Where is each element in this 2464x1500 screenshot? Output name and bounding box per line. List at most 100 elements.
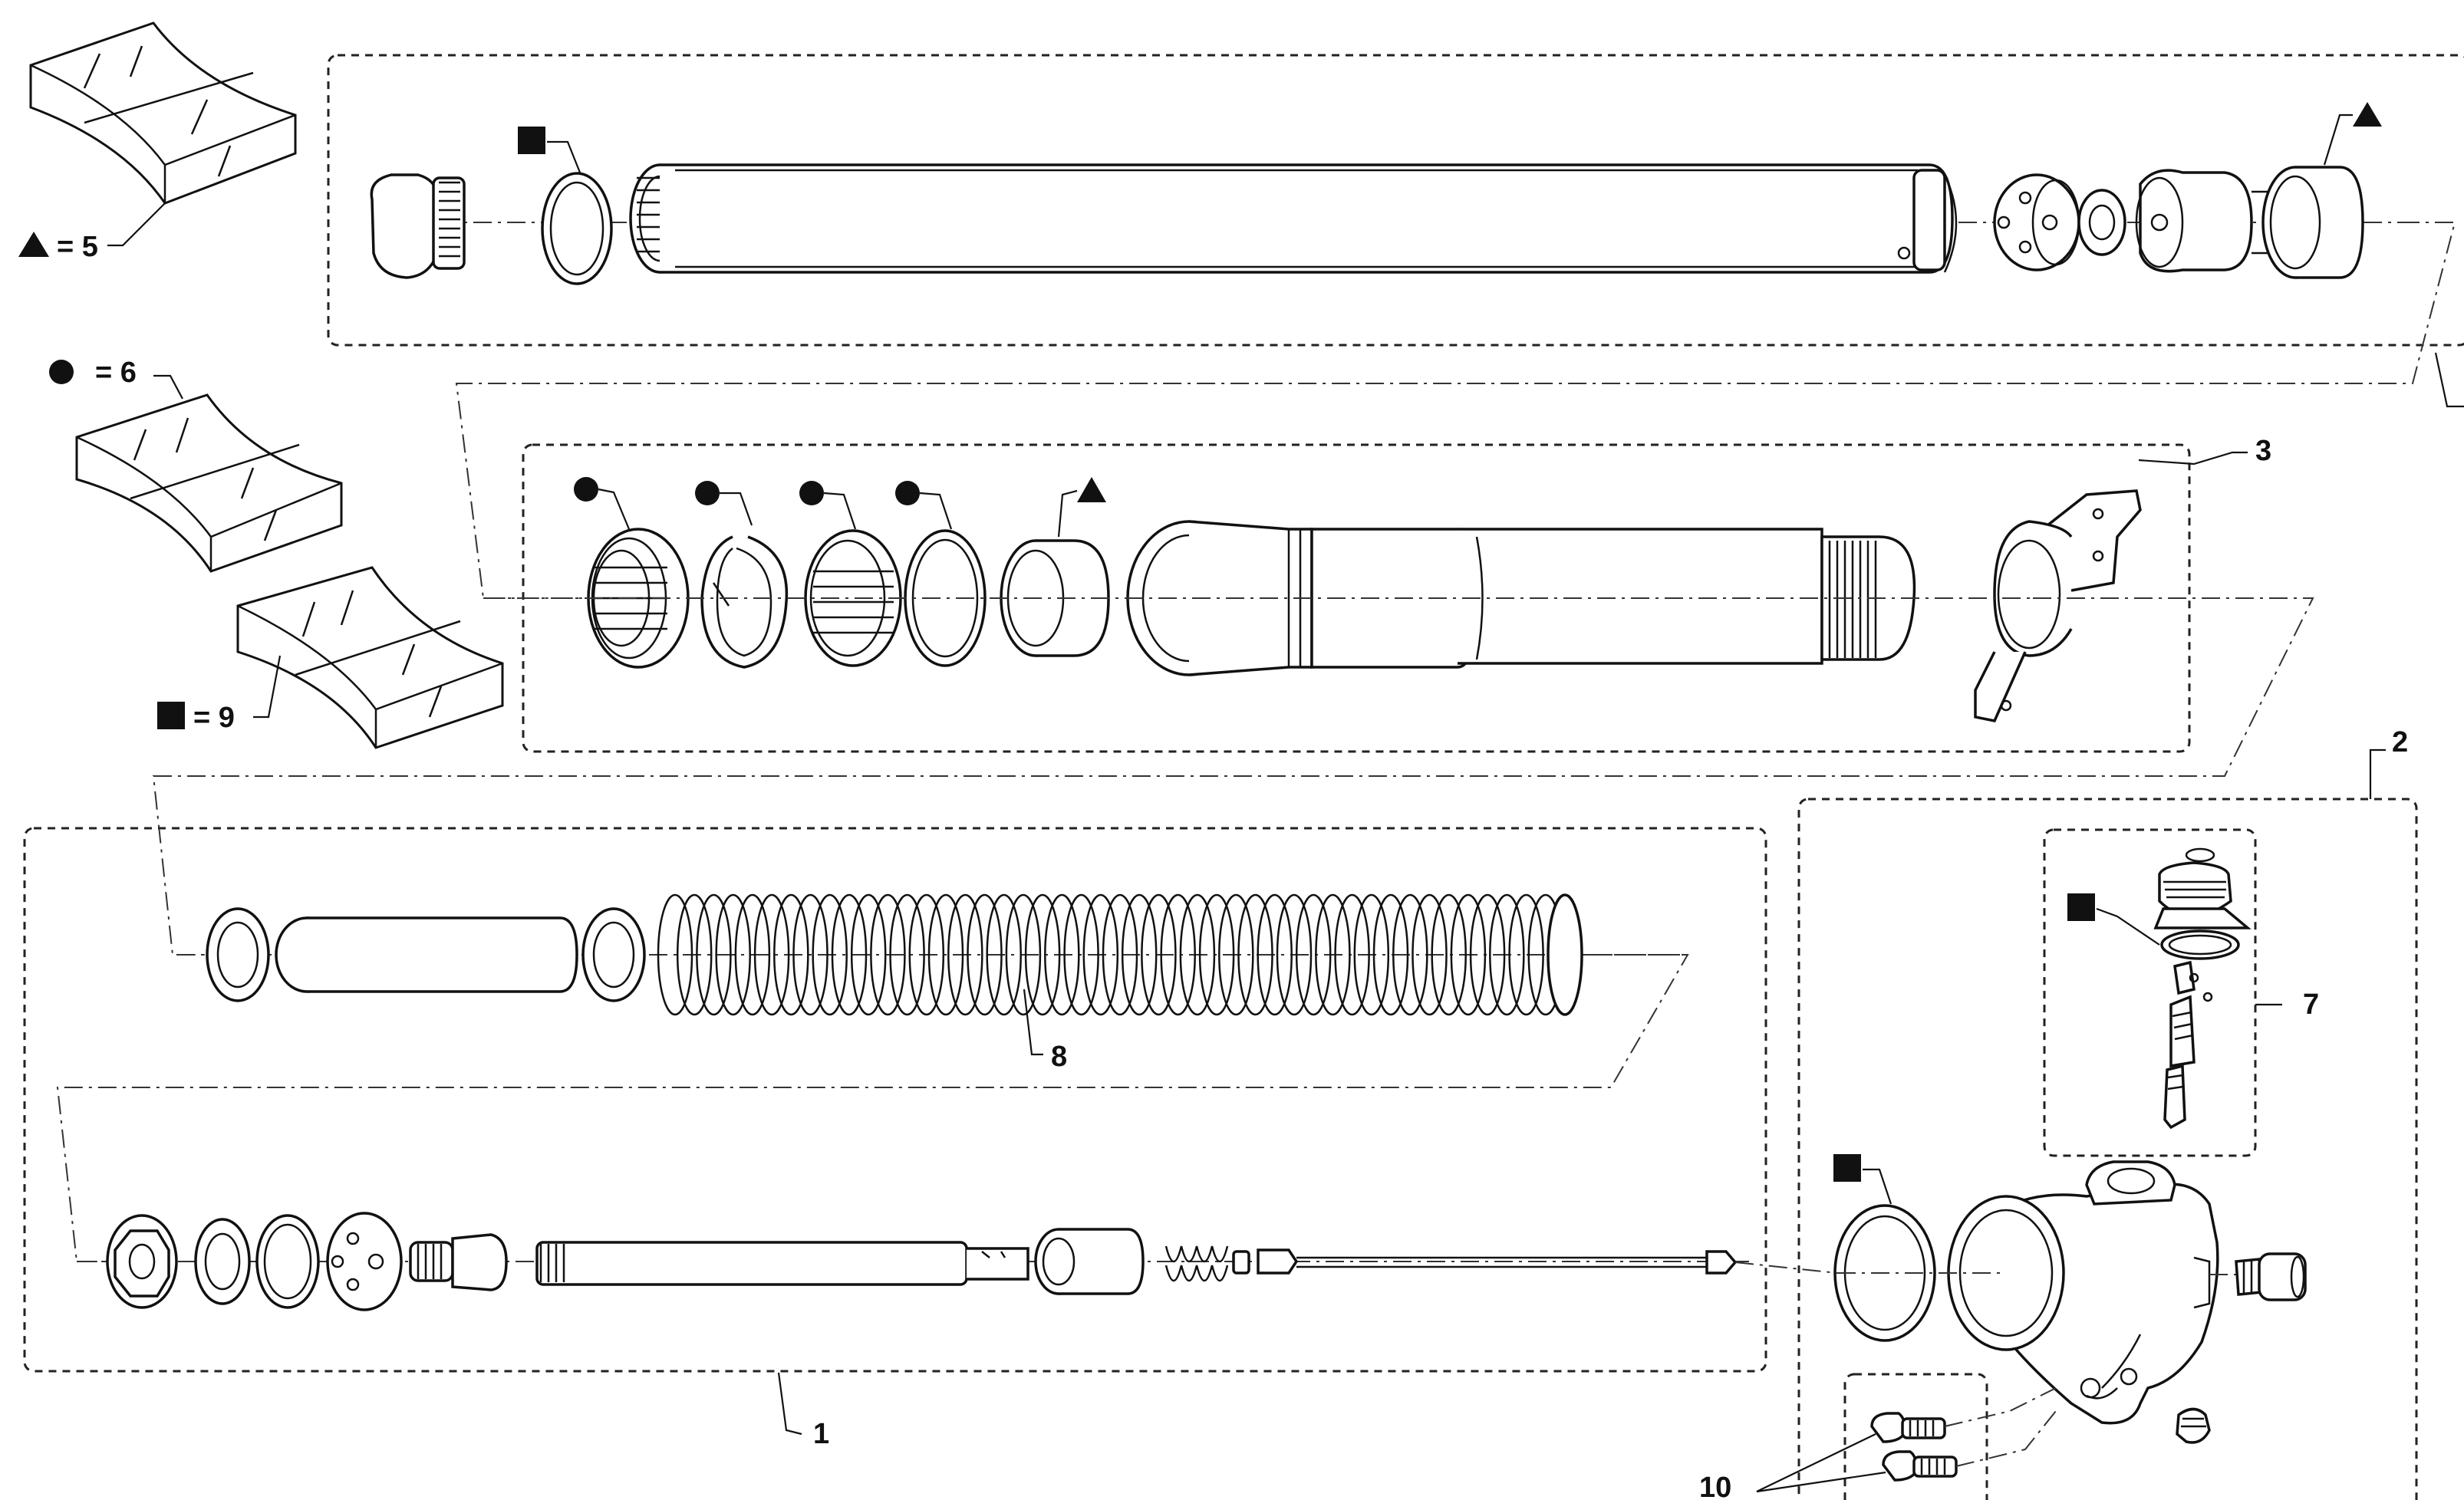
- snap-ring: [695, 481, 789, 669]
- dust-seal: [574, 477, 690, 669]
- circle-icon: [49, 360, 74, 384]
- spring-coil: [734, 893, 771, 1016]
- spring-coil: [1063, 893, 1099, 1016]
- callout-3: 3: [2255, 435, 2271, 467]
- circle-marker: [799, 481, 824, 505]
- spring-coil: [1489, 893, 1525, 1016]
- spring-coil: [1276, 893, 1313, 1016]
- guide-bushing-mid: [1000, 477, 1110, 657]
- piston-ring: [255, 1214, 320, 1309]
- spring-coil: [870, 893, 906, 1016]
- spring-coil: [676, 893, 713, 1016]
- foot-bolt-right: [2209, 1252, 2307, 1301]
- o-ring-top: [518, 127, 613, 285]
- grub-screw: [2176, 1407, 2211, 1444]
- spring-spacer: [275, 916, 578, 993]
- spring-coil: [1141, 893, 1177, 1016]
- adjuster-needle: [1257, 1248, 1738, 1275]
- spring-coil: [1257, 893, 1293, 1016]
- spring-coil: [1392, 893, 1428, 1016]
- spring-coil: [1431, 893, 1467, 1016]
- spring-coil: [1508, 893, 1544, 1016]
- washer-ring: [895, 481, 987, 667]
- spring-coil: [1218, 893, 1254, 1016]
- spring-coil: [1315, 893, 1351, 1016]
- spring-coil: [1102, 893, 1138, 1016]
- oil-seal: [799, 481, 902, 667]
- top-nut: [106, 1214, 178, 1309]
- legend-bag-square: [236, 566, 504, 749]
- spring-coil: [1024, 893, 1061, 1016]
- spring-coil: [657, 893, 693, 1016]
- callout-7: 7: [2303, 988, 2319, 1021]
- spring-coil: [908, 893, 945, 1016]
- spring-coil: [1237, 893, 1273, 1016]
- rebound-spring: [1164, 1245, 1250, 1282]
- lower-foot-casting: [1947, 1160, 2219, 1425]
- spring-coil: [1412, 893, 1448, 1016]
- foot-o-ring: [1833, 1154, 1936, 1342]
- legend-square-text: = 9: [193, 702, 235, 734]
- spring-seat-b: [581, 907, 646, 1002]
- piston: [326, 1212, 403, 1311]
- spring-coil: [831, 893, 868, 1016]
- spring-coil: [1160, 893, 1196, 1016]
- group-2-lower-foot: 2 7: [1699, 726, 2418, 1500]
- circle-marker: [695, 481, 720, 505]
- spring-coil: [1121, 893, 1158, 1016]
- callout-10: 10: [1699, 1472, 1731, 1500]
- circle-marker: [895, 481, 920, 505]
- spring-coil: [1450, 893, 1487, 1016]
- main-spring: 8: [657, 893, 1583, 1073]
- callout-8: 8: [1051, 1041, 1067, 1073]
- spring-coil: [773, 893, 809, 1016]
- triangle-marker: [2353, 102, 2382, 127]
- spring-coil: [696, 893, 732, 1016]
- group-7-bleed-valve: 7: [2043, 828, 2319, 1157]
- legend-square: = 9: [157, 702, 235, 734]
- spring-coil: [927, 893, 964, 1016]
- spring-coil: [1295, 893, 1332, 1016]
- group-10-clamp-bolts: 10: [1699, 1373, 2057, 1500]
- outer-tube: [629, 163, 1958, 274]
- legend-circle-text: = 6: [95, 357, 137, 389]
- spring-coil: [792, 893, 828, 1016]
- spring-coil: [986, 893, 1022, 1016]
- nut-washer: [194, 1218, 251, 1305]
- spring-end-coil: [1547, 893, 1583, 1016]
- spring-coil: [1334, 893, 1370, 1016]
- top-cap: [370, 173, 466, 279]
- spring-coil: [753, 893, 790, 1016]
- spring-coil: [967, 893, 1003, 1016]
- spring-coil: [1198, 893, 1235, 1016]
- legend-circle: = 6: [49, 357, 183, 400]
- legend-bag-triangle: [29, 21, 297, 247]
- spring-coil: [812, 893, 848, 1016]
- legend-triangle: = 5: [18, 231, 98, 263]
- clamp-bracket: [1974, 489, 2142, 722]
- group-1-cartridge: 1 8: [23, 827, 1767, 1450]
- rod-bushing: [1034, 1228, 1145, 1295]
- callout-2: 2: [2392, 726, 2408, 758]
- spring-coil: [889, 893, 925, 1016]
- square-icon: [157, 702, 185, 729]
- square-marker: [2067, 893, 2095, 921]
- legend-triangle-text: = 5: [57, 231, 98, 263]
- guide-bushing-top: [2261, 102, 2382, 279]
- spring-coil: [1179, 893, 1216, 1016]
- spring-seat-a: [206, 907, 270, 1002]
- circle-marker: [574, 477, 598, 502]
- group-top-outer-tube: [327, 54, 2464, 347]
- spring-coil: [1005, 893, 1042, 1016]
- valve-stack-top: [1993, 169, 2276, 273]
- callout-1: 1: [813, 1418, 829, 1450]
- spring-coil: [947, 893, 983, 1016]
- square-marker: [1833, 1154, 1861, 1182]
- legend-bag-circle: [75, 393, 343, 573]
- square-marker: [518, 127, 545, 154]
- spring-coil: [1353, 893, 1390, 1016]
- spring-coil: [1469, 893, 1506, 1016]
- damper-rod: [535, 1241, 1029, 1286]
- spring-coil: [1372, 893, 1409, 1016]
